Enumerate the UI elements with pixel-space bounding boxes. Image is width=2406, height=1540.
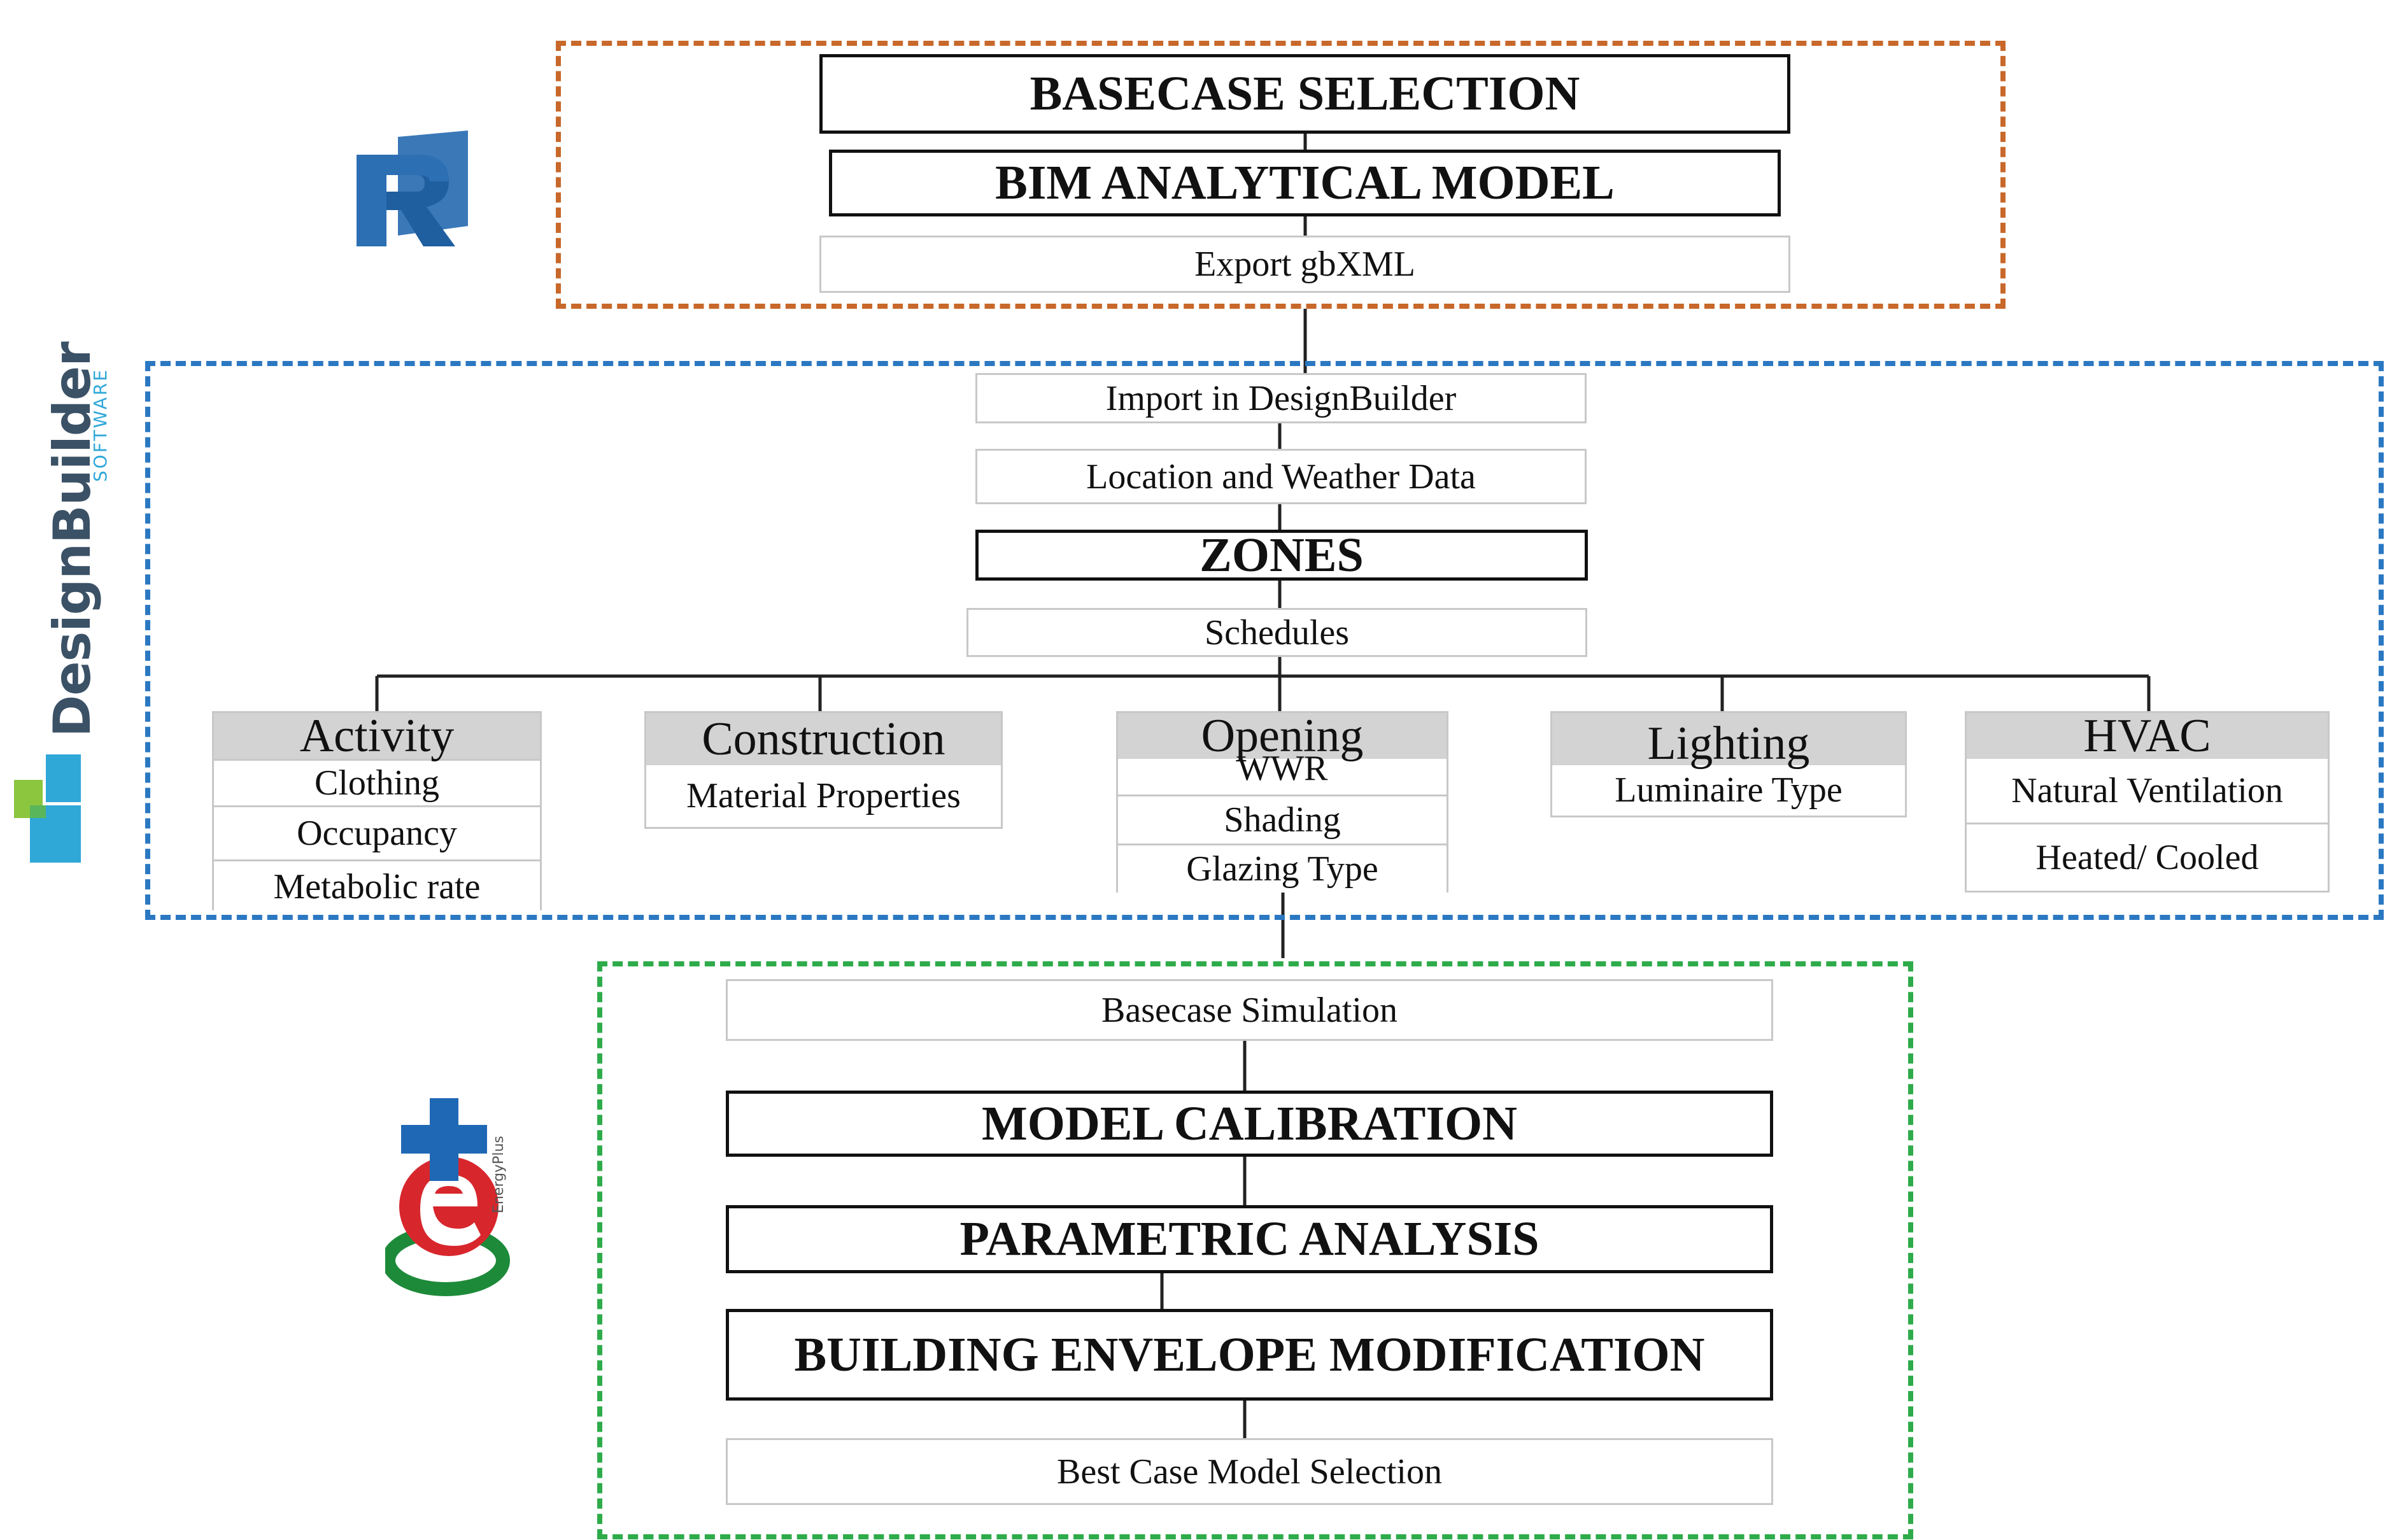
zones-box: ZONES [975,528,1588,582]
revit-stage-group [556,41,2006,309]
best-case-model-selection-box: Best Case Model Selection [726,1438,1773,1505]
import-designbuilder-box: Import in DesignBuilder [975,373,1587,423]
category-lighting-item-luminaire-type: Luminaire Type [1552,765,1905,815]
category-construction-title: Construction [646,713,1001,765]
category-activity-title: Activity [214,710,540,762]
energyplus-logo-text: EnergyPlus [491,1136,507,1213]
category-hvac-item-natural-ventilation: Natural Ventilation [1967,759,2328,823]
category-opening-item-shading: Shading [1118,795,1447,844]
designbuilder-software-text: SOFTWARE [90,368,111,482]
designbuilder-logo [14,754,81,863]
building-envelope-modification-box: BUILDING ENVELOPE MODIFICATION [726,1309,1773,1401]
category-hvac-title: HVAC [1967,710,2328,762]
designbuilder-stage-group [145,361,2384,920]
parametric-analysis-box: PARAMETRIC ANALYSIS [726,1205,1773,1273]
basecase-simulation-box: Basecase Simulation [726,979,1773,1041]
category-lighting: Lighting Luminaire Type [1550,711,1907,817]
category-opening-item-wwr: WWR [1118,751,1447,795]
category-construction: Construction Material Properties [644,711,1003,829]
schedules-box: Schedules [966,608,1587,657]
category-activity-item-clothing: Clothing [214,759,540,805]
basecase-selection-box: BASECASE SELECTION [819,54,1790,134]
model-calibration-box: MODEL CALIBRATION [726,1091,1773,1157]
energyplus-logo-plus-horizontal [401,1125,487,1154]
category-construction-item-material-properties: Material Properties [646,765,1001,826]
category-opening: Opening WWR Shading Glazing Type [1116,710,1448,893]
category-opening-title: Opening [1118,710,1447,762]
category-activity: Activity Clothing Occupancy Metabolic ra… [212,710,542,912]
revit-logo [357,131,468,246]
category-activity-item-metabolic-rate: Metabolic rate [214,859,540,912]
category-hvac: HVAC Natural Ventilation Heated/ Cooled [1965,710,2330,893]
designbuilder-logo-blue-block-top [46,754,81,802]
energyplus-logo: EnergyPlus [385,1098,510,1296]
category-opening-item-glazing-type: Glazing Type [1118,844,1447,893]
category-hvac-item-heated-cooled: Heated/ Cooled [1967,823,2328,891]
category-activity-item-occupancy: Occupancy [214,805,540,859]
category-lighting-title: Lighting [1552,713,1905,770]
export-gbxml-box: Export gbXML [819,236,1790,293]
location-weather-box: Location and Weather Data [975,449,1587,504]
energyplus-stage-group [597,961,1913,1539]
bim-analytical-model-box: BIM ANALYTICAL MODEL [829,150,1781,216]
